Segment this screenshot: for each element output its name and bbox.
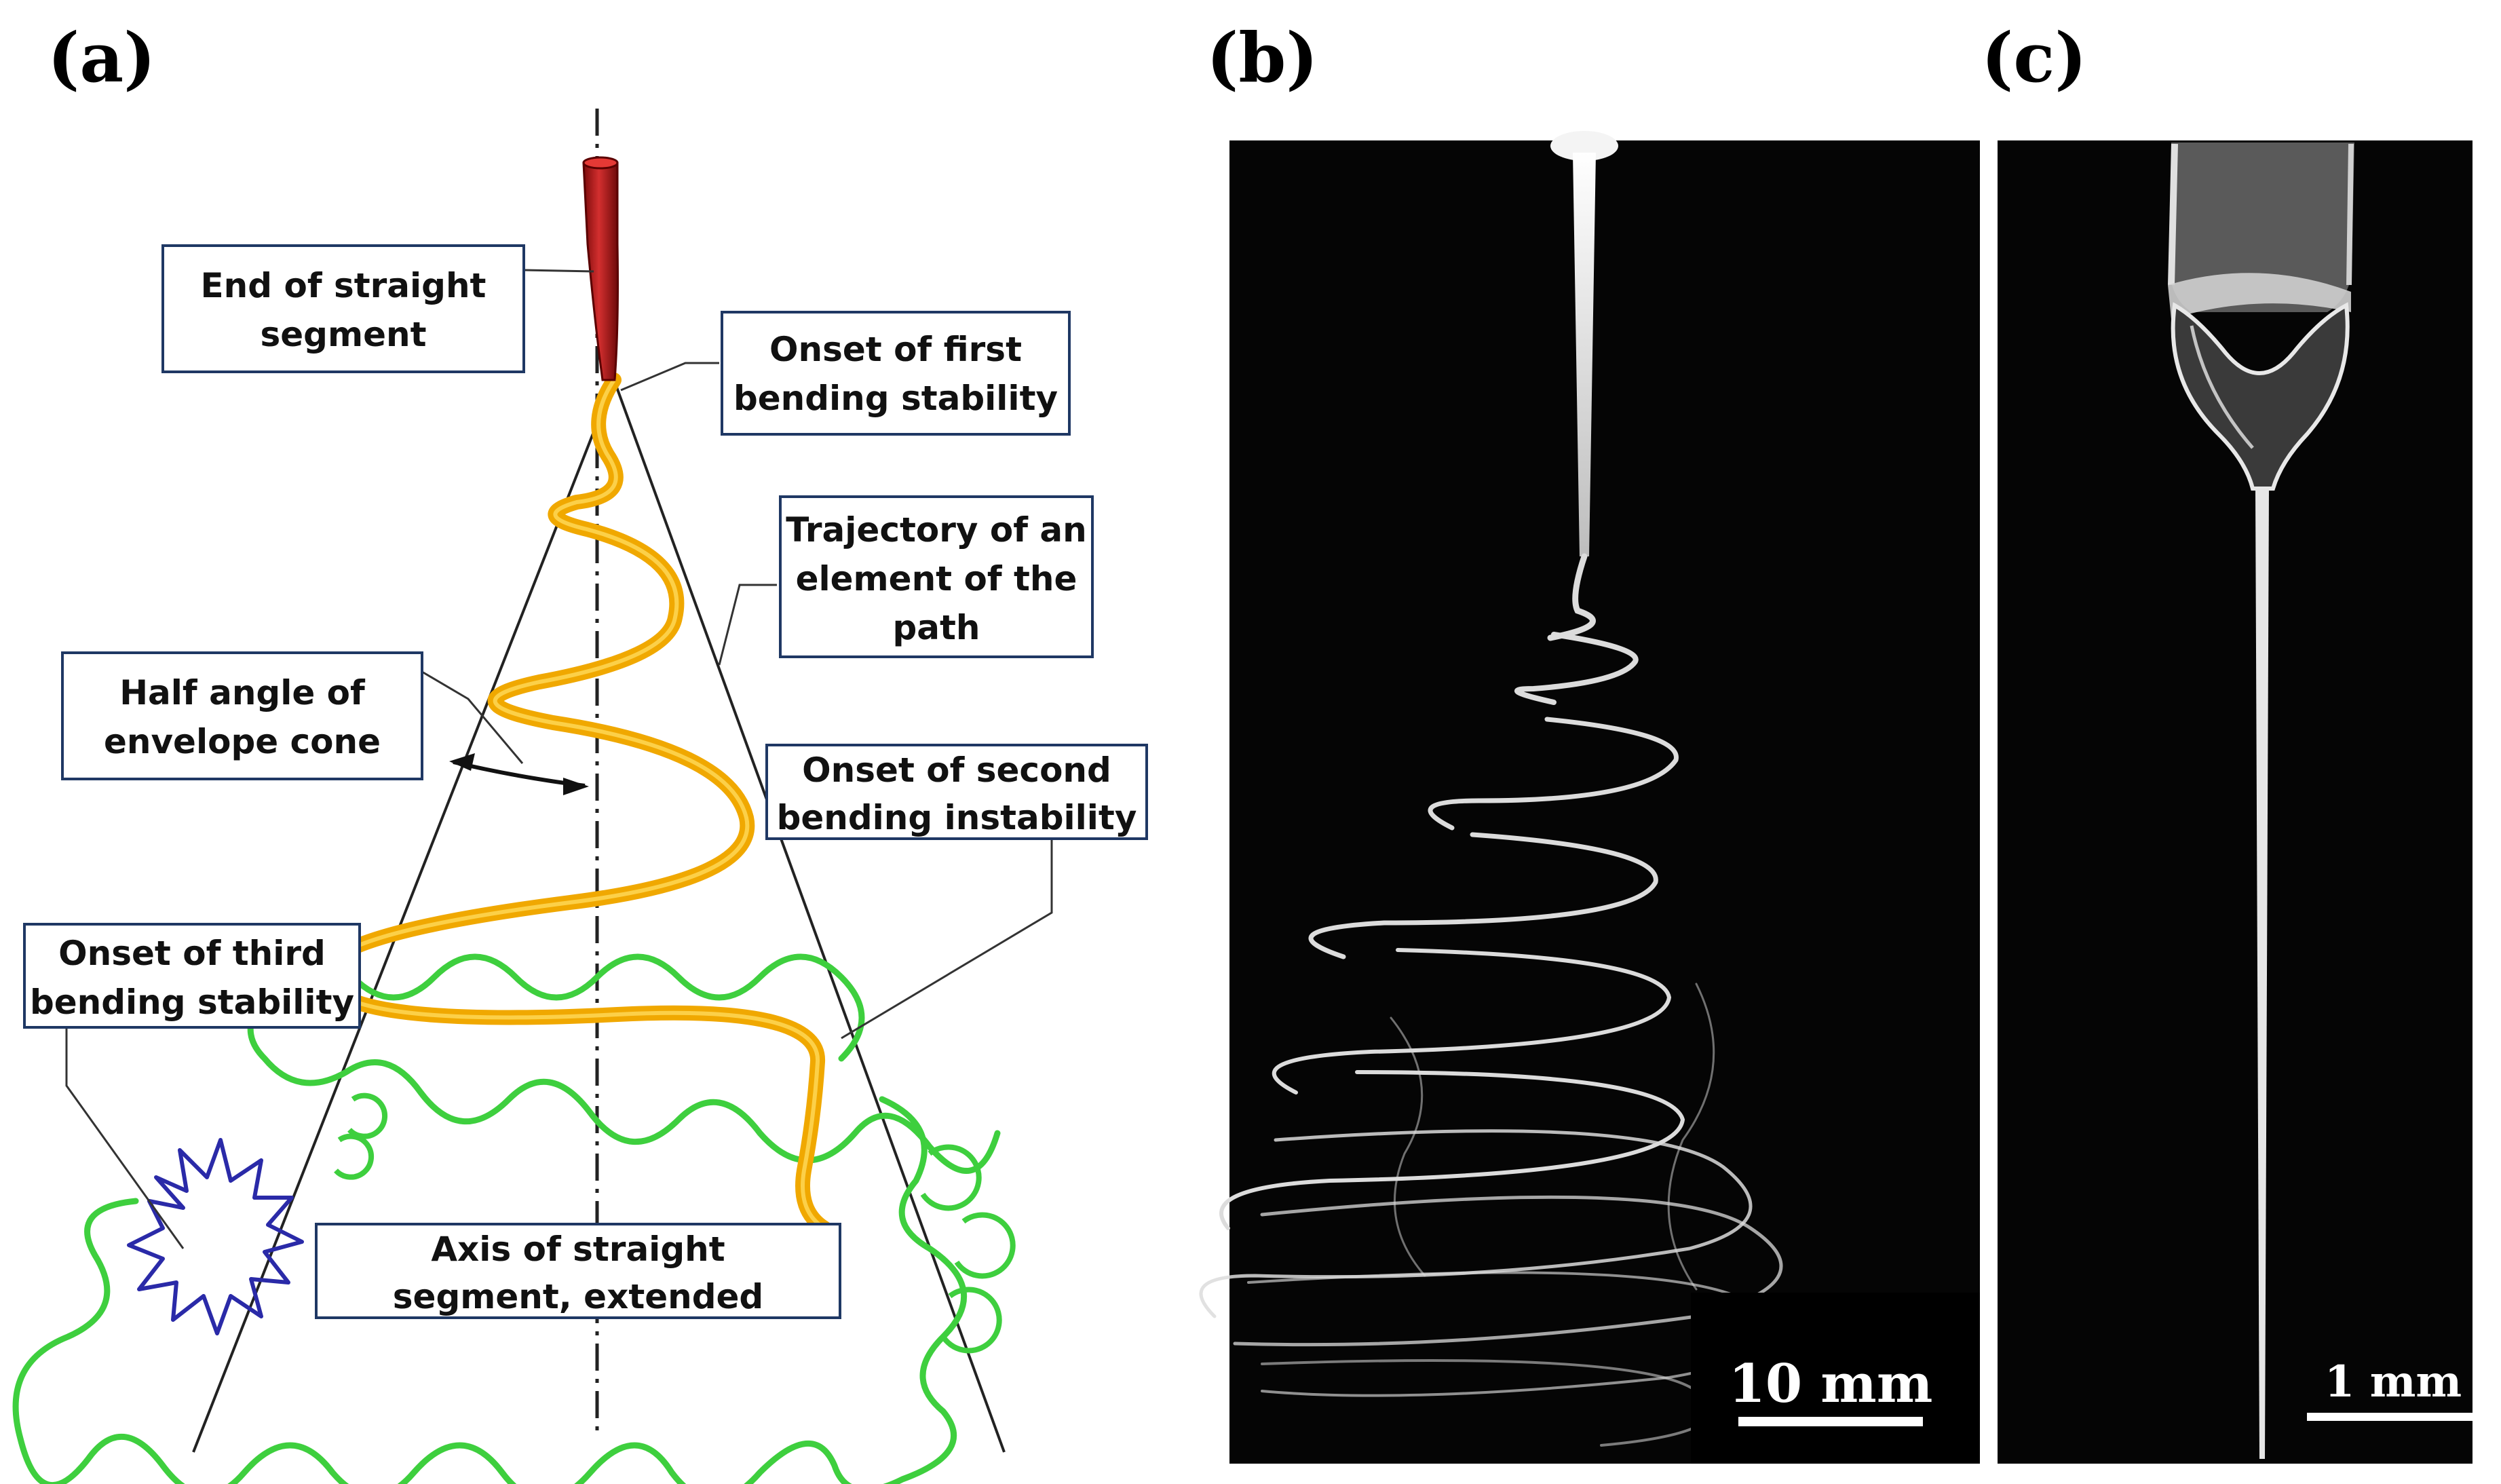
half-angle-line1: Half angle of [119, 673, 366, 712]
thin-jet [2255, 489, 2269, 1459]
capillary-tube-edge-right [2346, 143, 2354, 286]
trajectory-line3: path [892, 608, 980, 647]
onset-first-line2: bending stability [733, 379, 1058, 418]
onset-third-line2: bending stability [30, 983, 354, 1022]
half-angle-arrowhead-left [449, 753, 475, 771]
panel-c: (c) 1 mm [1981, 18, 2479, 1464]
straight-segment-nozzle [582, 161, 619, 381]
panel-b-letter: (b) [1206, 18, 1318, 98]
second-bending-coil [12, 953, 1001, 1484]
panel-a-letter: (a) [47, 18, 155, 98]
end-straight-line1: End of straight [201, 266, 486, 305]
taylor-cone-highlight [2190, 325, 2254, 449]
label-trajectory: Trajectory of an element of the path [779, 495, 1094, 658]
label-onset-first: Onset of first bending stability [721, 311, 1071, 436]
panel-b-scale-label: 10 mm [1729, 1353, 1933, 1415]
first-bending-coil [317, 373, 832, 1236]
panel-c-letter: (c) [1981, 18, 2087, 98]
trajectory-line1: Trajectory of an [786, 510, 1086, 550]
jet-nozzle-tip [1550, 131, 1618, 161]
capillary-tube [2170, 142, 2354, 312]
axis-straight-line2: segment, extended [393, 1277, 763, 1316]
envelope-cone-right [613, 379, 1006, 1453]
panel-b-scale-box [1691, 1293, 1980, 1464]
label-end-straight: End of straight segment [161, 244, 525, 373]
label-axis-straight: Axis of straight segment, extended [315, 1223, 841, 1319]
panel-b: (b) 10 mm [1199, 18, 1980, 1464]
third-bending-coil [127, 1138, 304, 1335]
trajectory-line2: element of the [796, 559, 1077, 598]
leader-lines [65, 269, 1053, 1249]
panel-b-photo [1229, 140, 1980, 1464]
label-onset-second: Onset of second bending instability [765, 744, 1148, 840]
half-angle-arrowhead-right [563, 778, 589, 795]
panel-c-scale-bar [2307, 1413, 2479, 1421]
panel-c-photo [1998, 140, 2473, 1464]
label-onset-third: Onset of third bending stability [23, 923, 361, 1029]
label-half-angle: Half angle of envelope cone [61, 651, 423, 780]
capillary-tube-band [2168, 273, 2351, 319]
half-angle-line2: envelope cone [104, 722, 381, 761]
taylor-cone [2171, 302, 2350, 491]
capillary-tube-edge-left [2168, 143, 2178, 286]
envelope-cone-left [192, 379, 615, 1453]
second-coil-small-loops [334, 1092, 1016, 1354]
panel-b-scale-bar [1738, 1417, 1923, 1426]
axis-straight-line1: Axis of straight [431, 1230, 725, 1269]
panel-a: (a) End of [12, 18, 1148, 1484]
first-coil-highlight [322, 378, 826, 1230]
onset-second-line2: bending instability [777, 798, 1137, 837]
panel-c-scale-label: 1 mm [2325, 1356, 2462, 1407]
onset-third-line1: Onset of third [58, 934, 326, 973]
nozzle-top [582, 156, 619, 170]
whipping-coils [1199, 553, 1783, 1447]
straight-jet [1573, 153, 1596, 556]
end-straight-line2: segment [261, 315, 427, 354]
onset-first-line1: Onset of first [769, 330, 1022, 369]
onset-second-line1: Onset of second [802, 750, 1111, 790]
